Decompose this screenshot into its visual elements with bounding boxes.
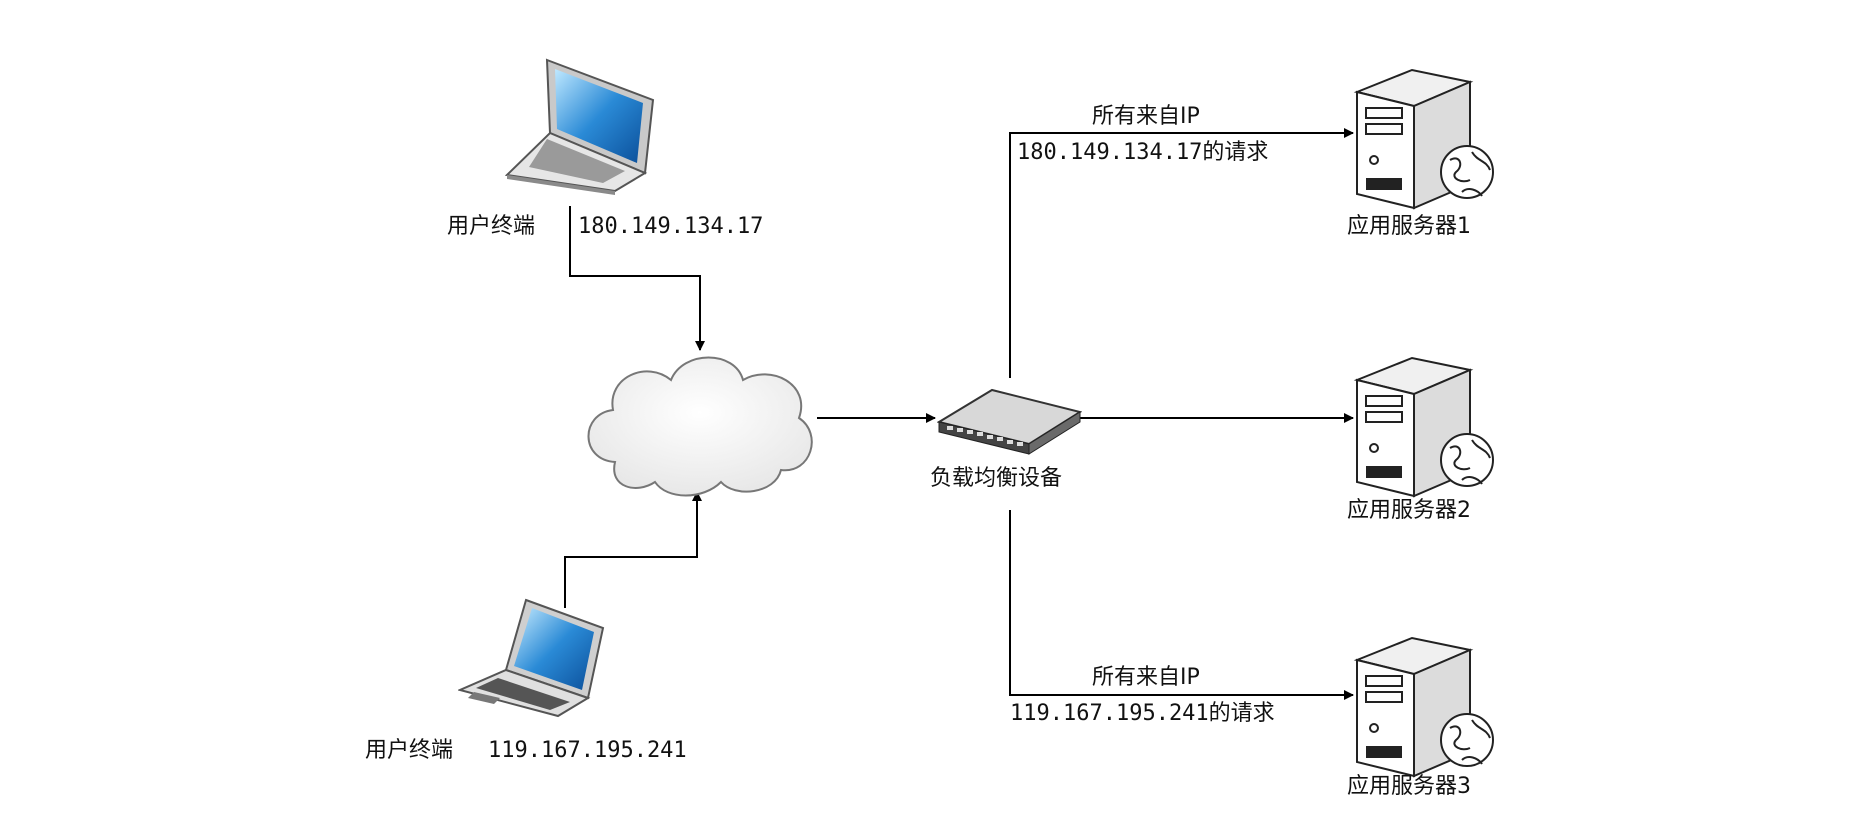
server-1-label: 应用服务器1 <box>1347 214 1471 239</box>
server-tower-icon <box>1353 356 1494 498</box>
edge-3-label-line1: 所有来自IP <box>1092 665 1200 690</box>
laptop-icon <box>505 58 655 195</box>
cloud-icon <box>587 356 813 497</box>
edge-client-bottom-to-cloud <box>564 491 702 608</box>
edge-1-label-line2: 180.149.134.17的请求 <box>1017 140 1269 165</box>
laptop-icon <box>458 598 605 718</box>
client-top-ip: 180.149.134.17 <box>578 214 764 239</box>
edge-balancer-to-server-3 <box>1009 510 1354 700</box>
server-tower-icon <box>1353 68 1494 210</box>
edge-1-label-line1: 所有来自IP <box>1092 104 1200 129</box>
edge-client-top-to-cloud <box>569 206 705 351</box>
server-tower-icon <box>1353 636 1494 778</box>
server-3-label: 应用服务器3 <box>1347 774 1471 799</box>
client-top-label: 用户终端 <box>447 214 536 239</box>
edge-balancer-to-server-1 <box>1009 128 1354 378</box>
balancer-label: 负载均衡设备 <box>930 466 1063 491</box>
client-bottom-label: 用户终端 <box>365 738 454 763</box>
network-switch-icon <box>937 388 1082 455</box>
client-bottom-ip: 119.167.195.241 <box>488 738 687 763</box>
server-2-label: 应用服务器2 <box>1347 498 1471 523</box>
edge-3-label-line2: 119.167.195.241的请求 <box>1010 701 1275 726</box>
